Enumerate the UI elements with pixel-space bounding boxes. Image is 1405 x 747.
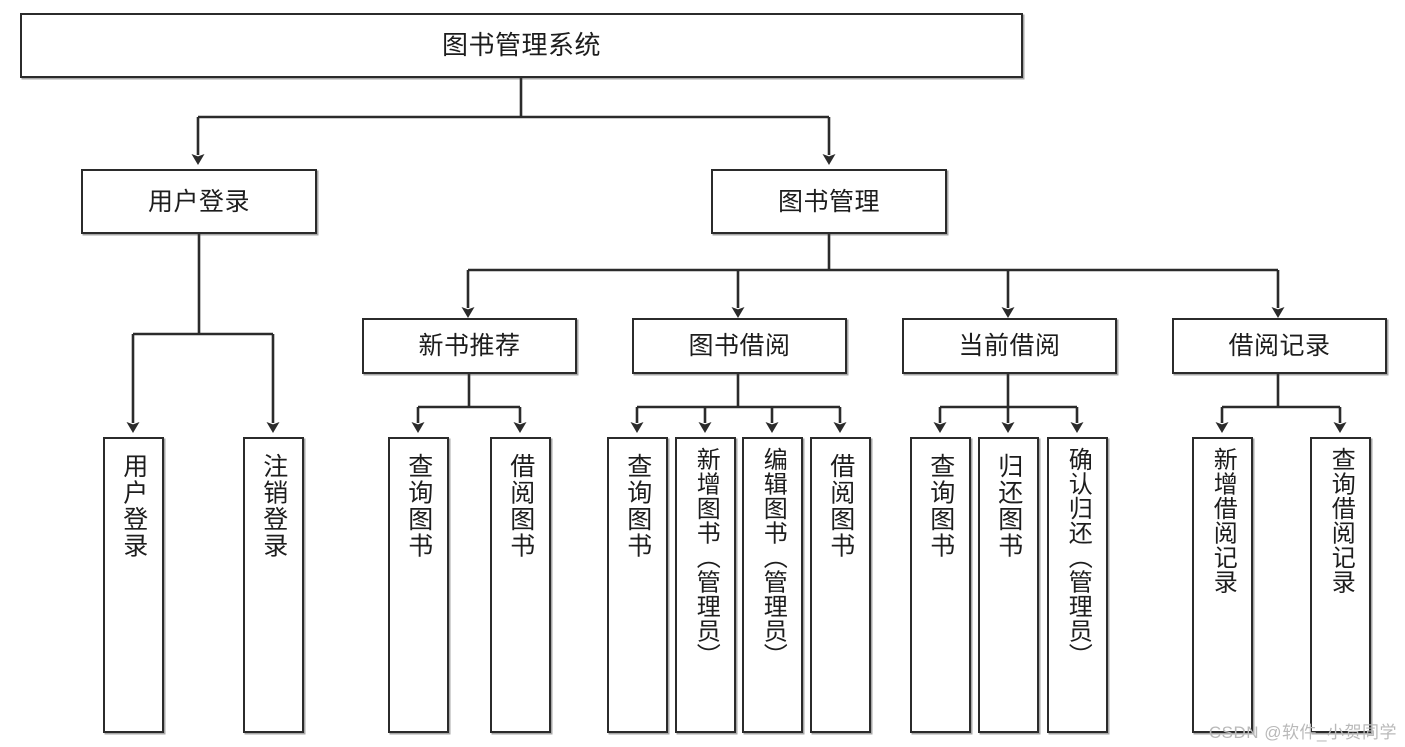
leaf-query-book-current[interactable]: 查询图书 — [910, 437, 971, 733]
node-book-manage-label: 图书管理 — [777, 187, 880, 216]
node-current-borrow-label: 当前借阅 — [958, 332, 1061, 360]
leaf-borrow-book-new[interactable]: 借阅图书 — [490, 437, 551, 733]
leaf-query-borrow-record[interactable]: 查询借阅记录 — [1310, 437, 1371, 733]
node-borrow-record-label: 借阅记录 — [1228, 332, 1331, 360]
node-book-manage[interactable]: 图书管理 — [711, 169, 947, 234]
node-new-book-recommend[interactable]: 新书推荐 — [362, 318, 577, 374]
leaf-borrow-book-new-label: 借阅图书 — [506, 453, 535, 559]
leaf-borrow-book[interactable]: 借阅图书 — [810, 437, 871, 733]
leaf-return-book-label: 归还图书 — [994, 453, 1023, 559]
leaf-query-book-borrow[interactable]: 查询图书 — [607, 437, 668, 733]
leaf-query-book-new-label: 查询图书 — [404, 453, 433, 559]
node-borrow-record[interactable]: 借阅记录 — [1172, 318, 1387, 374]
leaf-add-book-admin[interactable]: 新增图书（管理员） — [675, 437, 736, 733]
node-user-login-label: 用户登录 — [147, 187, 250, 216]
leaf-user-login[interactable]: 用户登录 — [103, 437, 164, 733]
leaf-confirm-return-admin-label: 确认归还（管理员） — [1064, 447, 1092, 668]
leaf-query-book-borrow-label: 查询图书 — [623, 453, 652, 559]
csdn-watermark: CSDN @软件_小贺同学 — [1208, 723, 1397, 742]
leaf-query-book-new[interactable]: 查询图书 — [388, 437, 449, 733]
node-root[interactable]: 图书管理系统 — [20, 13, 1023, 78]
leaf-user-login-label: 用户登录 — [119, 453, 148, 559]
leaf-query-borrow-record-label: 查询借阅记录 — [1327, 447, 1355, 594]
leaf-edit-book-admin-label: 编辑图书（管理员） — [759, 447, 787, 668]
node-book-borrow[interactable]: 图书借阅 — [632, 318, 847, 374]
leaf-borrow-book-label: 借阅图书 — [826, 453, 855, 559]
leaf-return-book[interactable]: 归还图书 — [978, 437, 1039, 733]
node-user-login[interactable]: 用户登录 — [81, 169, 317, 234]
leaf-add-book-admin-label: 新增图书（管理员） — [692, 447, 720, 668]
node-new-book-recommend-label: 新书推荐 — [418, 332, 521, 360]
leaf-logout[interactable]: 注销登录 — [243, 437, 304, 733]
leaf-logout-label: 注销登录 — [259, 453, 288, 559]
leaf-add-borrow-record-label: 新增借阅记录 — [1209, 447, 1237, 594]
leaf-confirm-return-admin[interactable]: 确认归还（管理员） — [1047, 437, 1108, 733]
node-current-borrow[interactable]: 当前借阅 — [902, 318, 1117, 374]
leaf-query-book-current-label: 查询图书 — [926, 453, 955, 559]
leaf-add-borrow-record[interactable]: 新增借阅记录 — [1192, 437, 1253, 733]
node-root-label: 图书管理系统 — [441, 29, 601, 60]
node-book-borrow-label: 图书借阅 — [688, 332, 791, 360]
leaf-edit-book-admin[interactable]: 编辑图书（管理员） — [742, 437, 803, 733]
